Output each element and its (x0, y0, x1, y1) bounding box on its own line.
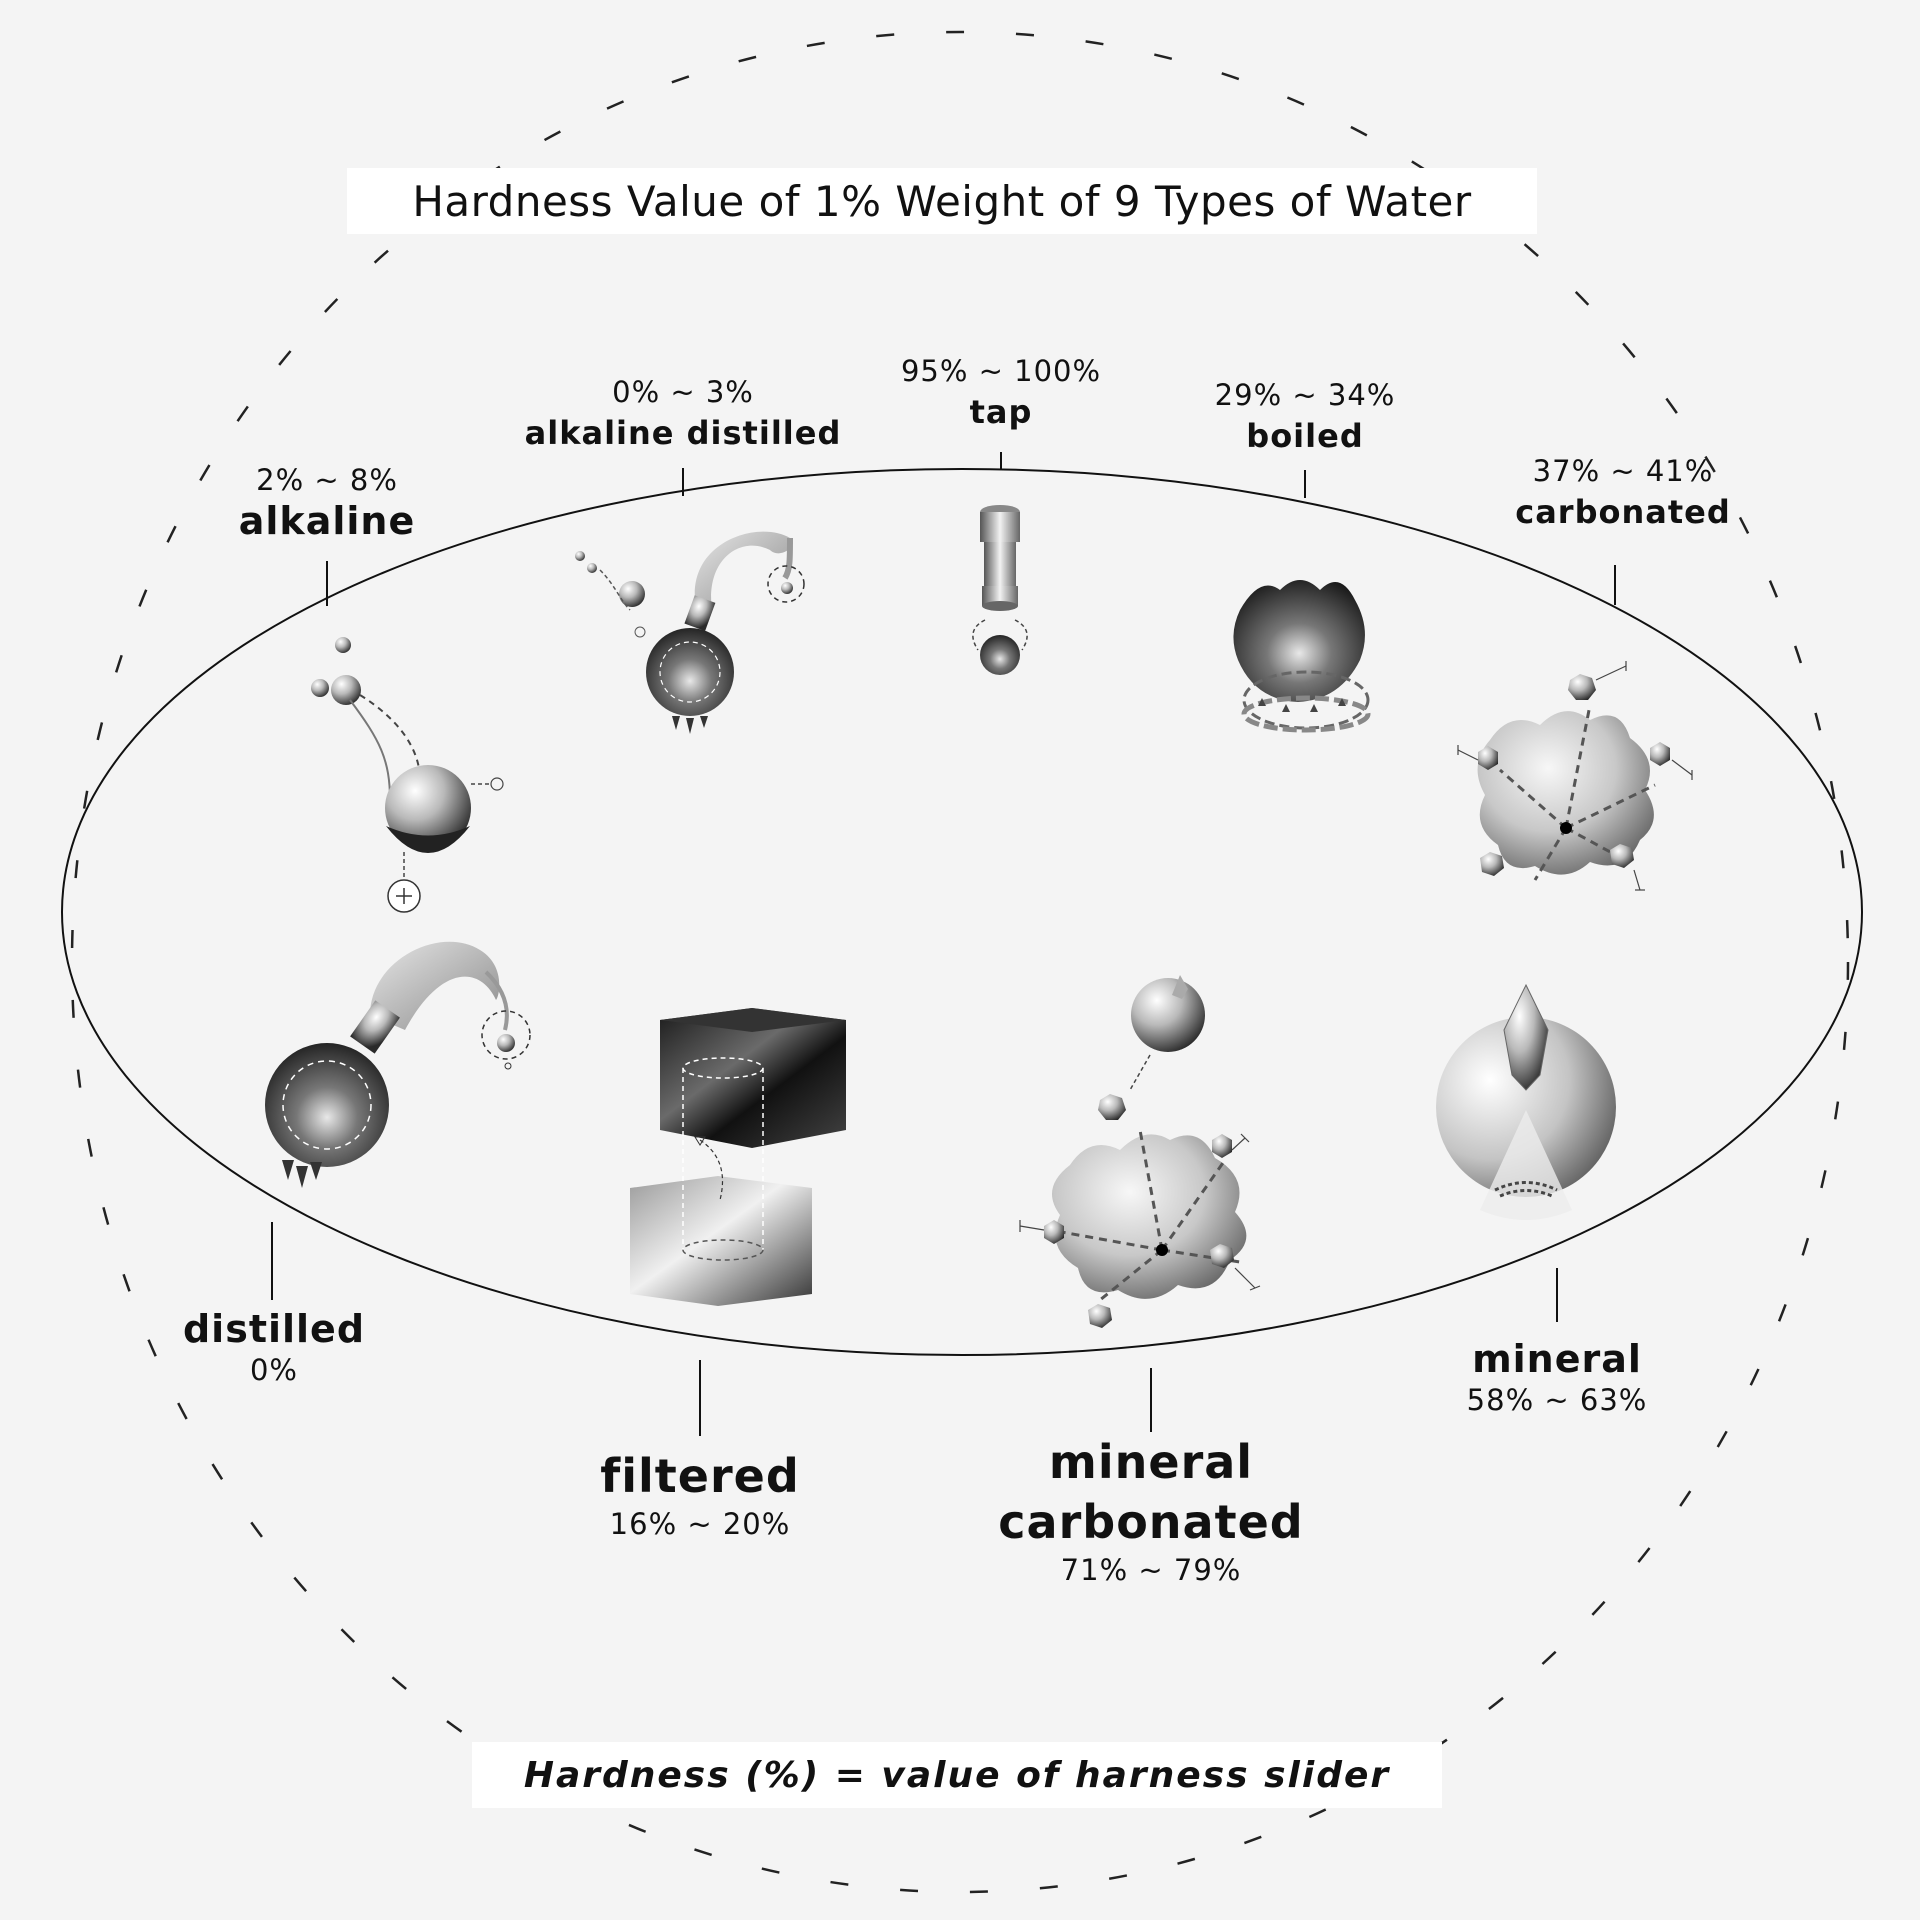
boiled-illustration (1233, 580, 1371, 733)
label-mineral-carbonated: mineral carbonated 71% ~ 79% (998, 1432, 1303, 1588)
alkaline-distilled-illustration (575, 531, 805, 734)
alkaline-illustration (311, 637, 504, 913)
leader-lines (271, 452, 1616, 1436)
distilled-illustration (265, 941, 531, 1188)
mineral-illustration (1436, 983, 1616, 1220)
mineral-name: mineral (1472, 1337, 1642, 1381)
mineral-carbonated-name-line1: mineral (1048, 1435, 1254, 1489)
filtered-range: 16% ~ 20% (609, 1507, 791, 1541)
filtered-illustration (630, 1008, 846, 1306)
alkaline-distilled-name: alkaline distilled (524, 414, 842, 452)
boiled-name: boiled (1246, 417, 1364, 455)
tap-illustration (972, 505, 1028, 675)
alkaline-distilled-range: 0% ~ 3% (612, 375, 754, 409)
tap-range: 95% ~ 100% (900, 354, 1102, 388)
mineral-carbonated-range: 71% ~ 79% (1060, 1553, 1242, 1587)
carbonated-name: carbonated (1515, 493, 1731, 531)
label-boiled: 29% ~ 34% boiled (1215, 377, 1396, 459)
mineral-carbonated-illustration (1019, 975, 1261, 1328)
distilled-name: distilled (182, 1307, 366, 1351)
distilled-range: 0% (249, 1353, 298, 1387)
label-tap: 95% ~ 100% tap (901, 353, 1101, 435)
alkaline-name: alkaline (238, 499, 416, 543)
label-alkaline-distilled: 0% ~ 3% alkaline distilled (525, 374, 842, 456)
label-filtered: filtered 16% ~ 20% (600, 1446, 800, 1542)
alkaline-range: 2% ~ 8% (256, 463, 398, 497)
mineral-range: 58% ~ 63% (1466, 1383, 1648, 1417)
page-title: Hardness Value of 1% Weight of 9 Types o… (412, 176, 1472, 226)
label-alkaline: 2% ~ 8% alkaline (239, 462, 415, 544)
boiled-range: 29% ~ 34% (1214, 378, 1396, 412)
title-box: Hardness Value of 1% Weight of 9 Types o… (347, 168, 1537, 234)
label-carbonated: 37% ~ 41% carbonated (1515, 453, 1731, 535)
main-ellipse (61, 468, 1863, 1356)
mineral-carbonated-name-line2: carbonated (998, 1495, 1304, 1549)
filtered-name: filtered (600, 1449, 800, 1503)
outer-dashed-ring (70, 30, 1850, 1894)
label-mineral: mineral 58% ~ 63% (1467, 1336, 1648, 1418)
formula-text: Hardness (%) = value of harness slider (523, 1754, 1391, 1796)
tap-name: tap (969, 393, 1033, 431)
label-distilled: distilled 0% (183, 1306, 365, 1388)
formula-box: Hardness (%) = value of harness slider (472, 1742, 1442, 1808)
carbonated-range: 37% ~ 41% (1532, 454, 1714, 488)
carbonated-illustration (1457, 661, 1693, 891)
